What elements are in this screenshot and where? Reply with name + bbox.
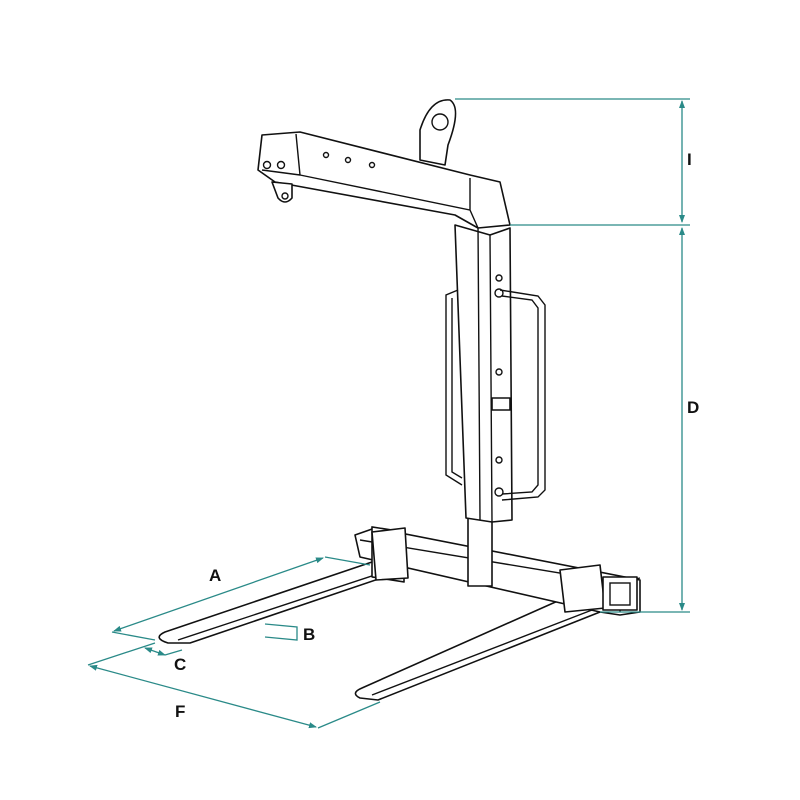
vertical-column — [454, 224, 513, 587]
dimension-label-b: B — [303, 625, 316, 644]
dimension-label-i: I — [687, 150, 692, 169]
right-fork — [354, 599, 601, 701]
dimension-label-a: A — [209, 566, 222, 585]
dimension-label-f: F — [175, 702, 186, 721]
handles — [445, 289, 546, 501]
dimension-label-c: C — [174, 655, 187, 674]
top-beam — [257, 99, 511, 229]
dimension-lines — [87, 98, 690, 729]
dimension-label-d: D — [687, 398, 700, 417]
base-crossbar — [354, 526, 641, 616]
